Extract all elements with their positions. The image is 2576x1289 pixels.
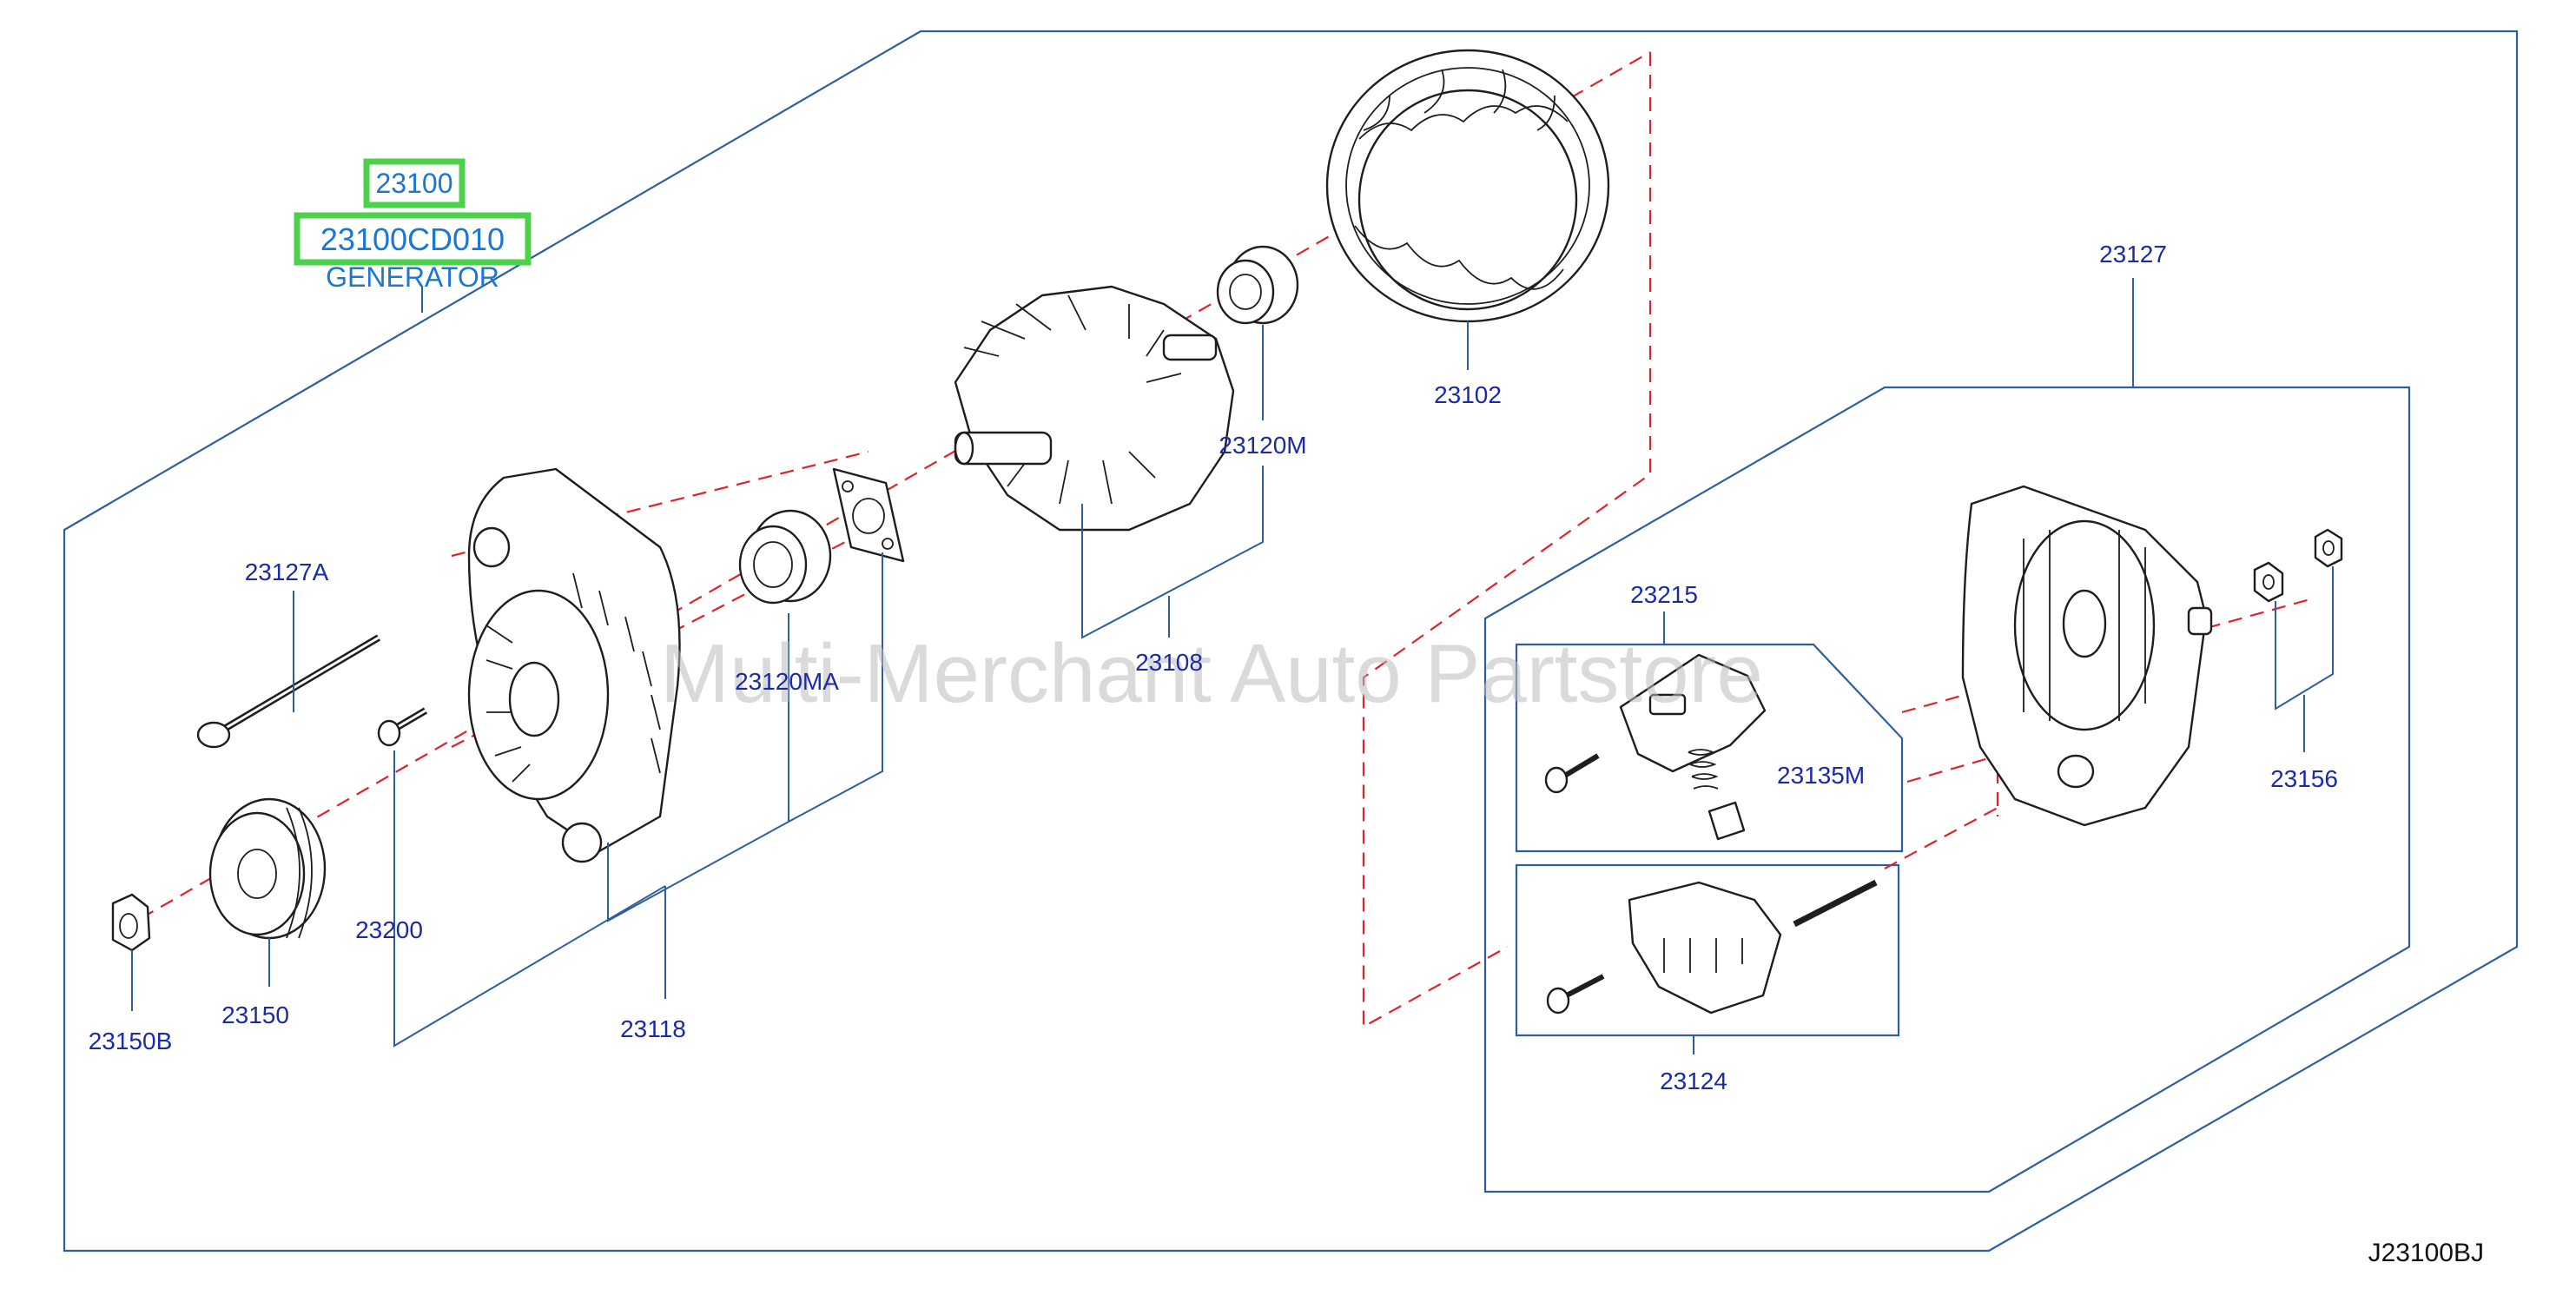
label-23127A[interactable]: 23127A	[245, 559, 329, 585]
brush-spring-part	[1688, 749, 1746, 841]
watermark-text: Multi-Merchant Auto Partstore	[660, 627, 1763, 720]
label-23120M[interactable]: 23120M	[1219, 432, 1306, 459]
gasket-plate-part	[832, 467, 905, 563]
part-number-highlight	[363, 158, 466, 208]
pulley-part	[208, 797, 327, 940]
front-housing-part	[467, 467, 681, 863]
label-23108[interactable]: 23108	[1135, 649, 1203, 676]
label-23150[interactable]: 23150	[221, 1001, 289, 1028]
regulator-box	[1515, 863, 1900, 1037]
main-part-name: GENERATOR	[326, 261, 499, 293]
part-code-highlight	[294, 212, 532, 266]
rear-bearing-part	[738, 509, 832, 605]
label-23135M[interactable]: 23135M	[1777, 762, 1865, 789]
stator-part	[1325, 49, 1610, 323]
label-23150B[interactable]: 23150B	[89, 1028, 173, 1054]
diagram-reference-code: J23100BJ	[2368, 1239, 2484, 1267]
terminal-nuts-part	[2253, 528, 2343, 603]
regulator-part	[1546, 879, 1878, 1015]
label-23102[interactable]: 23102	[1434, 381, 1502, 408]
front-bearing-part	[1216, 245, 1299, 325]
screw-part	[377, 707, 428, 747]
rotor-part	[954, 285, 1235, 532]
label-23200[interactable]: 23200	[355, 916, 423, 943]
label-23120MA[interactable]: 23120MA	[735, 668, 839, 695]
label-23124[interactable]: 23124	[1660, 1068, 1727, 1094]
brush-holder-part	[1544, 653, 1767, 794]
leader-lines	[131, 278, 2334, 1054]
label-23156[interactable]: 23156	[2270, 765, 2338, 792]
pulley-nut-part	[111, 893, 151, 952]
assembly-frame	[63, 30, 2519, 1253]
rear-cover-part	[1961, 485, 2213, 827]
label-23118[interactable]: 23118	[620, 1015, 686, 1042]
label-23127[interactable]: 23127	[2099, 241, 2167, 268]
label-23215[interactable]: 23215	[1630, 581, 1698, 608]
brush-holder-box	[1515, 643, 1904, 853]
rear-cover-frame	[1483, 386, 2411, 1193]
main-part-number[interactable]: 23100	[376, 168, 453, 199]
through-bolt-part	[196, 634, 381, 749]
main-part-code[interactable]: 23100CD010	[320, 221, 505, 257]
